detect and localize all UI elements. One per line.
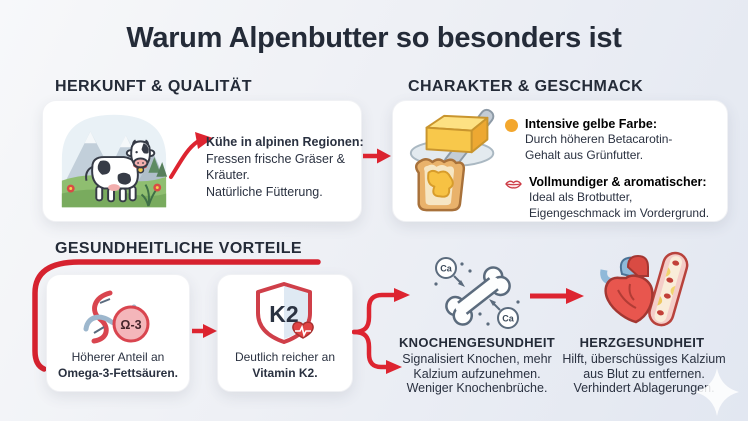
bullet-line: Durch höheren Betacarotin- [525, 132, 673, 146]
calcium-label: Ca [440, 264, 452, 274]
origin-text-block: Kühe in alpinen Regionen: Fressen frisch… [206, 134, 364, 200]
section-heading-gesundheit: GESUNDHEITLICHE VORTEILE [55, 240, 302, 257]
heart-artery-icon [600, 251, 689, 327]
yellow-dot-icon [505, 119, 518, 132]
lips-icon [505, 177, 522, 221]
cow-alpine-meadow-illustration [61, 114, 168, 208]
omega3-dna-icon: Ω-3 [83, 290, 150, 344]
bullet-line: Gehalt aus Grünfutter. [525, 147, 644, 162]
omega3-card: Ω-3 Höherer Anteil an Omega-3-Fettsäuren… [46, 274, 190, 392]
bullet-line: Eigengeschmack im Vordergrund. [529, 205, 710, 220]
arrow-right-icon [192, 324, 217, 338]
branch-arrows-icon [352, 288, 410, 374]
sparkle-icon [695, 368, 739, 416]
page-title: Warum Alpenbutter so besonders ist [126, 22, 622, 54]
curved-arrow-icon [169, 132, 213, 179]
origin-point-line: Fressen frische Gräser & [206, 151, 345, 166]
bullet-title: Vollmundiger & aromatischer: [529, 175, 707, 190]
origin-point-line: Kräuter. [206, 168, 250, 182]
bone-line: Kalzium aufzunehmen. [413, 366, 541, 381]
bone-text: Signalisiert Knochen, mehr Kalzium aufzu… [386, 352, 568, 396]
bullet-color: Intensive gelbe Farbe: Durch höheren Bet… [505, 117, 723, 163]
heart-line: Verhindert Ablagerungen. [573, 381, 715, 396]
bone-heading: KNOCHENGESUNDHEIT [398, 335, 556, 350]
heart-line: Hilft, überschüssiges Kalzium [562, 352, 726, 366]
character-card: Intensive gelbe Farbe: Durch höheren Bet… [392, 100, 728, 222]
bone-line: Signalisiert Knochen, mehr [402, 352, 552, 366]
bullet-taste: Vollmundiger & aromatischer: Ideal als B… [505, 175, 723, 221]
k2-line1: Deutlich reicher an [234, 350, 336, 364]
bone-calcium-icon: Ca Ca [434, 257, 520, 329]
heart-line: aus Blut zu entfernen. [583, 366, 705, 381]
calcium-label: Ca [502, 314, 514, 324]
heart-text: Hilft, überschüssiges Kalzium aus Blut z… [558, 352, 730, 396]
character-bullets: Intensive gelbe Farbe: Durch höheren Bet… [505, 117, 723, 233]
omega3-line2: Omega-3-Fettsäuren. [57, 365, 179, 380]
bullet-text: Intensive gelbe Farbe: Durch höheren Bet… [525, 117, 672, 163]
k2-shield-icon: K2 [256, 282, 314, 344]
arrow-right-icon [363, 148, 391, 164]
k2-shield-label: K2 [269, 301, 298, 327]
red-underline-bracket [32, 259, 321, 372]
bone-line: Weniger Knochenbrüche. [406, 381, 548, 396]
k2-card: K2 Deutlich reicher an Vitamin K2. [217, 274, 353, 392]
bullet-title: Intensive gelbe Farbe: [525, 117, 657, 131]
heart-heading: HERZGESUNDHEIT [579, 335, 705, 350]
k2-line2: Vitamin K2. [252, 365, 318, 380]
origin-card: Kühe in alpinen Regionen: Fressen frisch… [42, 100, 364, 222]
omega3-badge-label: Ω-3 [120, 318, 141, 332]
butter-bread-knife-illustration [409, 108, 495, 212]
arrow-right-icon [530, 288, 584, 304]
bullet-line: Ideal als Brotbutter, [529, 190, 633, 205]
omega3-line1: Höherer Anteil an [71, 350, 165, 364]
section-heading-charakter: CHARAKTER & GESCHMACK [408, 78, 644, 95]
bullet-text: Vollmundiger & aromatischer: Ideal als B… [529, 175, 709, 221]
section-heading-herkunft: HERKUNFT & QUALITÄT [55, 78, 252, 95]
origin-point-title: Kühe in alpinen Regionen: [206, 135, 364, 149]
origin-point-line: Natürliche Fütterung. [206, 184, 323, 199]
